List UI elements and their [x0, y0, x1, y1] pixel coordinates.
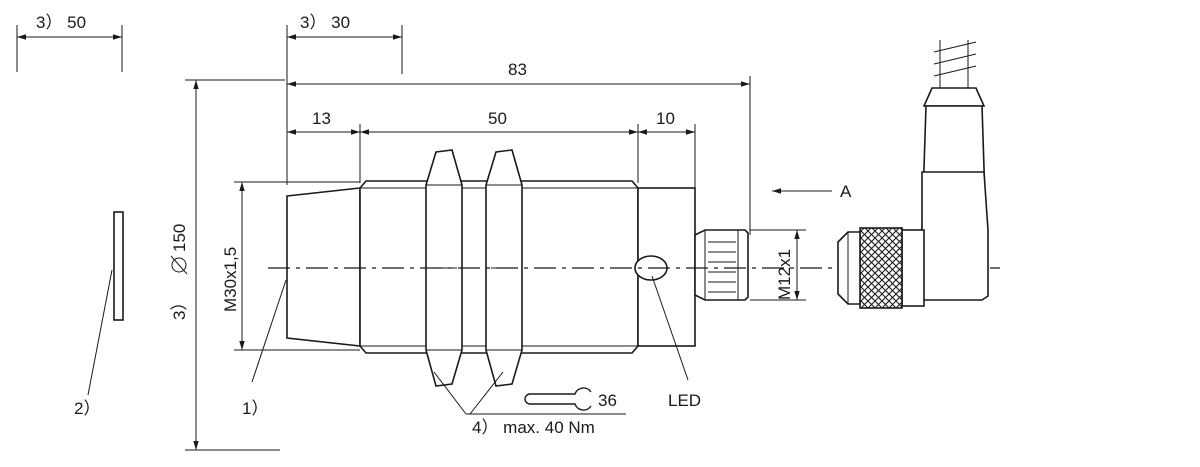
- dimension-ref-50-label: 3） 50: [36, 13, 86, 32]
- note-2-label: 2）: [74, 399, 100, 418]
- dimension-length-83-label: 83: [508, 60, 527, 79]
- knurled-coupling-nut: [859, 227, 903, 309]
- dimension-diameter-150: 3） 150: [170, 79, 285, 451]
- dimension-segments: 13 50 10: [287, 109, 696, 190]
- view-arrow-a-label: A: [840, 182, 852, 201]
- dimension-thread-m30: M30x1,5: [221, 181, 360, 351]
- dimension-diameter-150-prefix: 3）: [170, 294, 189, 320]
- note-4-label: 4） max. 40 Nm: [472, 418, 595, 437]
- angled-connector: [837, 40, 989, 309]
- wrench-size-label: 36: [598, 391, 617, 410]
- dimension-length-50-label: 50: [488, 109, 507, 128]
- note-1-label: 1）: [242, 399, 268, 418]
- dimension-length-13-label: 13: [312, 109, 331, 128]
- dimension-thread-m30-label: M30x1,5: [221, 247, 240, 312]
- dimension-length-83: 83: [286, 25, 751, 235]
- m12-connector: [694, 229, 749, 301]
- diameter-icon: [170, 255, 188, 275]
- sensing-face: [286, 187, 361, 347]
- dimension-length-10-label: 10: [656, 109, 675, 128]
- dimension-diameter-150-label: 150: [170, 224, 189, 252]
- dimension-ref-50: 3） 50: [16, 13, 123, 72]
- dimension-ref-30: 3） 30: [287, 13, 403, 74]
- dimension-thread-m12-label: M12x1: [775, 249, 794, 300]
- reflector-plate: [113, 211, 124, 321]
- dimension-thread-m12: M12x1: [750, 229, 806, 301]
- dimension-ref-30-label: 3） 30: [300, 13, 350, 32]
- view-arrow-a: A: [772, 182, 852, 201]
- led-label: LED: [668, 391, 701, 410]
- connector-thread: [708, 241, 736, 293]
- wrench-icon: [524, 387, 592, 411]
